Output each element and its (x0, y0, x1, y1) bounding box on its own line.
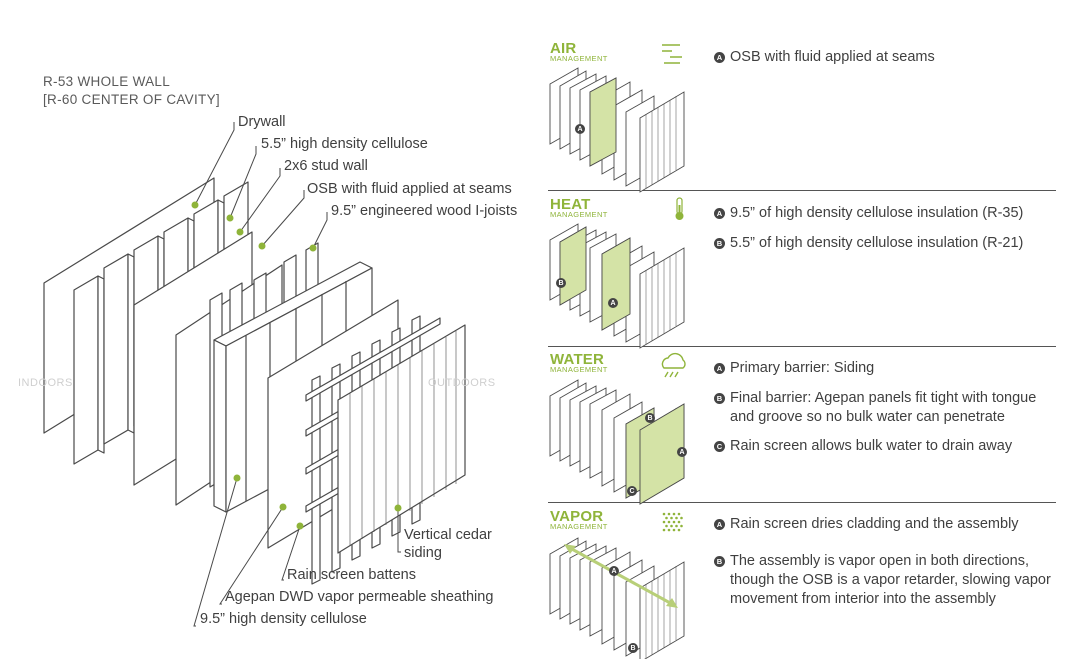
mini-badge-a: A (677, 447, 687, 457)
badge-a: A (714, 208, 725, 219)
cedar-siding (337, 324, 466, 554)
mini-diagram-air (549, 67, 685, 193)
callout-agepan: Agepan DWD vapor permeable sheathing (225, 589, 494, 605)
water-item-a: A Primary barrier: Siding (714, 359, 1054, 378)
badge-a: A (714, 52, 725, 63)
indoors-label: INDOORS (18, 377, 73, 389)
section-title: WATER (550, 351, 605, 368)
callout-cellulose-5-5: 5.5” high density cellulose (261, 136, 428, 152)
air-lines-icon (662, 44, 682, 64)
badge-a: A (714, 363, 725, 374)
callout-osb: OSB with fluid applied at seams (307, 181, 512, 197)
item-text: 5.5” of high density cellulose insulatio… (730, 235, 1024, 251)
section-heat-header: HEAT MANAGEMENT (550, 196, 608, 219)
callout-drywall: Drywall (238, 114, 286, 130)
section-title: VAPOR (550, 508, 604, 525)
section-divider (548, 190, 1056, 191)
water-item-b: B Final barrier: Agepan panels fit tight… (714, 389, 1054, 427)
section-subtitle: MANAGEMENT (550, 54, 608, 63)
mini-diagram-vapor (549, 537, 685, 659)
heat-item-b: B 5.5” of high density cellulose insulat… (714, 234, 1054, 253)
main-wall-drawing (43, 122, 466, 627)
vapor-dots-icon (662, 512, 683, 532)
section-divider (548, 346, 1056, 347)
mini-badge-b: B (645, 413, 655, 423)
vapor-item-a: A Rain screen dries cladding and the ass… (714, 515, 1054, 534)
mini-diagram-water (549, 379, 685, 505)
mini-diagram-heat (549, 223, 685, 349)
badge-b: B (714, 238, 725, 249)
item-text: The assembly is vapor open in both direc… (730, 553, 1051, 607)
item-text: Rain screen dries cladding and the assem… (730, 516, 1019, 532)
section-subtitle: MANAGEMENT (550, 522, 608, 531)
item-text: Primary barrier: Siding (730, 360, 875, 376)
mini-badge-a: A (575, 124, 585, 134)
outdoors-label: OUTDOORS (428, 377, 496, 389)
air-item-a: A OSB with fluid applied at seams (714, 48, 1054, 67)
mini-badge-c: C (627, 486, 637, 496)
mini-badge-b: B (556, 278, 566, 288)
callout-rain-screen: Rain screen battens (287, 567, 416, 583)
item-text: Rain screen allows bulk water to drain a… (730, 438, 1013, 454)
water-item-c: C Rain screen allows bulk water to drain… (714, 437, 1054, 456)
callout-stud-wall: 2x6 stud wall (284, 158, 368, 174)
section-title: HEAT (550, 196, 591, 213)
badge-b: B (714, 393, 725, 404)
badge-a: A (714, 519, 725, 530)
section-subtitle: MANAGEMENT (550, 210, 608, 219)
item-text: Final barrier: Agepan panels fit tight w… (730, 390, 1037, 425)
mini-badge-b: B (628, 643, 638, 653)
rating-line-2: [R-60 CENTER OF CAVITY] (43, 92, 220, 107)
callout-i-joists: 9.5” engineered wood I-joists (331, 203, 518, 219)
section-subtitle: MANAGEMENT (550, 365, 608, 374)
callout-cellulose-9-5: 9.5” high density cellulose (200, 611, 367, 627)
section-vapor-header: VAPOR MANAGEMENT (550, 508, 608, 531)
section-air-header: AIR MANAGEMENT (550, 40, 608, 63)
item-text: 9.5” of high density cellulose insulatio… (730, 205, 1024, 221)
vapor-item-b: B The assembly is vapor open in both dir… (714, 552, 1054, 609)
mini-badge-a: A (608, 298, 618, 308)
section-divider (548, 502, 1056, 503)
callout-cedar-line1: Vertical cedar (404, 527, 492, 543)
badge-b: B (714, 556, 725, 567)
section-title: AIR (550, 40, 577, 57)
thermometer-icon (675, 197, 684, 220)
heat-item-a: A 9.5” of high density cellulose insulat… (714, 204, 1054, 223)
rating-line-1: R-53 WHOLE WALL (43, 74, 171, 89)
callout-cedar-line2: siding (404, 545, 442, 561)
item-text: OSB with fluid applied at seams (730, 49, 935, 65)
rain-cloud-icon (661, 352, 686, 378)
badge-c: C (714, 441, 725, 452)
mini-badge-a: A (609, 566, 619, 576)
section-water-header: WATER MANAGEMENT (550, 351, 608, 374)
